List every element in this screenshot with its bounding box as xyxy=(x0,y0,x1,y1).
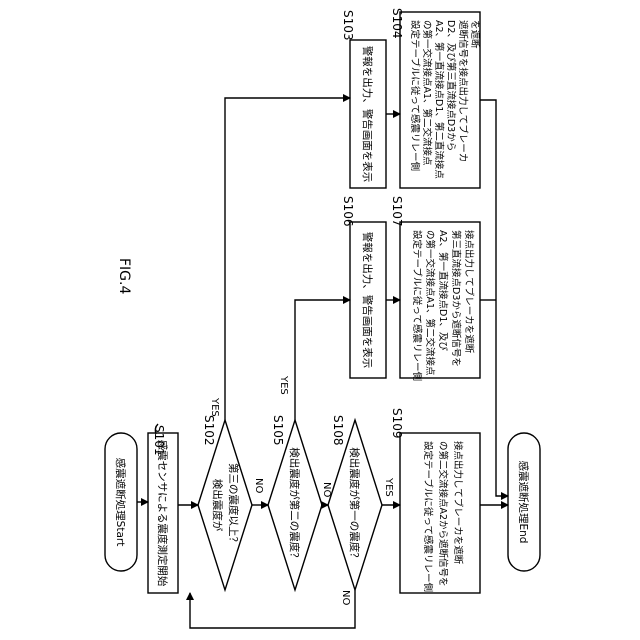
s105-label: S105 xyxy=(271,415,285,446)
s101-text: 感震センサによる震度測定開始 xyxy=(156,440,169,587)
s107-line-1: 設定テーブルに従って感震リレー側 xyxy=(411,230,423,381)
s103-label: S103 xyxy=(341,10,355,41)
s104-line-4: D2、及び第三直流接点D3から xyxy=(445,20,457,151)
s107-line-5: 接点出力してブレーカを遮断 xyxy=(463,230,475,354)
s104-line-1: 設定テーブルに従って感震リレー側 xyxy=(409,20,421,171)
s105-text: 検出震度が第二の震度？ xyxy=(288,447,301,563)
s104-line-5: 遮断信号を接点出力してブレーカ xyxy=(457,20,469,162)
s102-label: S102 xyxy=(202,415,216,446)
s104-line-6: を遮断 xyxy=(469,20,481,49)
s107-line-3: A2、第一直流接点D1、及び xyxy=(437,230,449,351)
s108-yes-label: YES xyxy=(383,477,394,497)
s104-label: S104 xyxy=(390,8,404,39)
s108-text: 検出震度が第一の震度？ xyxy=(348,447,361,563)
s106-label: S106 xyxy=(341,196,355,227)
s109-line-3: 接点出力してブレーカを遮断 xyxy=(452,441,464,565)
s104-line-3: A2、第一直流接点D1、第二直流接点 xyxy=(433,20,445,179)
s107-line-4: 第三直流接点D3から遮断信号を xyxy=(450,230,462,367)
s104-line-2: の第一交流接点A1、第二交流接点 xyxy=(421,20,433,166)
s102-no-label: NO xyxy=(253,478,264,493)
figure-title: FIG.4 xyxy=(116,258,132,294)
s109-line-1: 設定テーブルに従って感震リレー側 xyxy=(422,441,434,592)
s102-yes-label: YES xyxy=(209,397,220,417)
s102-line-2: 第三の震度以上？ xyxy=(227,463,240,547)
s107-label: S107 xyxy=(390,196,404,227)
s109-line-2: の第二交流接点A2から遮断信号を xyxy=(437,441,449,587)
s101-label: S101 xyxy=(152,425,166,456)
s108-label: S108 xyxy=(331,415,345,446)
s106-text: 警報を出力、警告画面を表示 xyxy=(361,232,374,369)
s105-no-label: NO xyxy=(321,482,332,497)
s107-line-2: の第一交流接点A1、第二交流接点 xyxy=(424,230,436,376)
s105-yes-label: YES xyxy=(278,375,289,395)
s102-line-1: 検出震度が xyxy=(211,479,224,532)
s103-text: 警報を出力、警告画面を表示 xyxy=(361,46,374,183)
end-text: 感震遮断処理End xyxy=(517,461,530,544)
s109-label: S109 xyxy=(390,408,404,439)
start-text: 感震遮断処理Start xyxy=(114,458,127,547)
s108-no-label: NO xyxy=(340,590,351,605)
